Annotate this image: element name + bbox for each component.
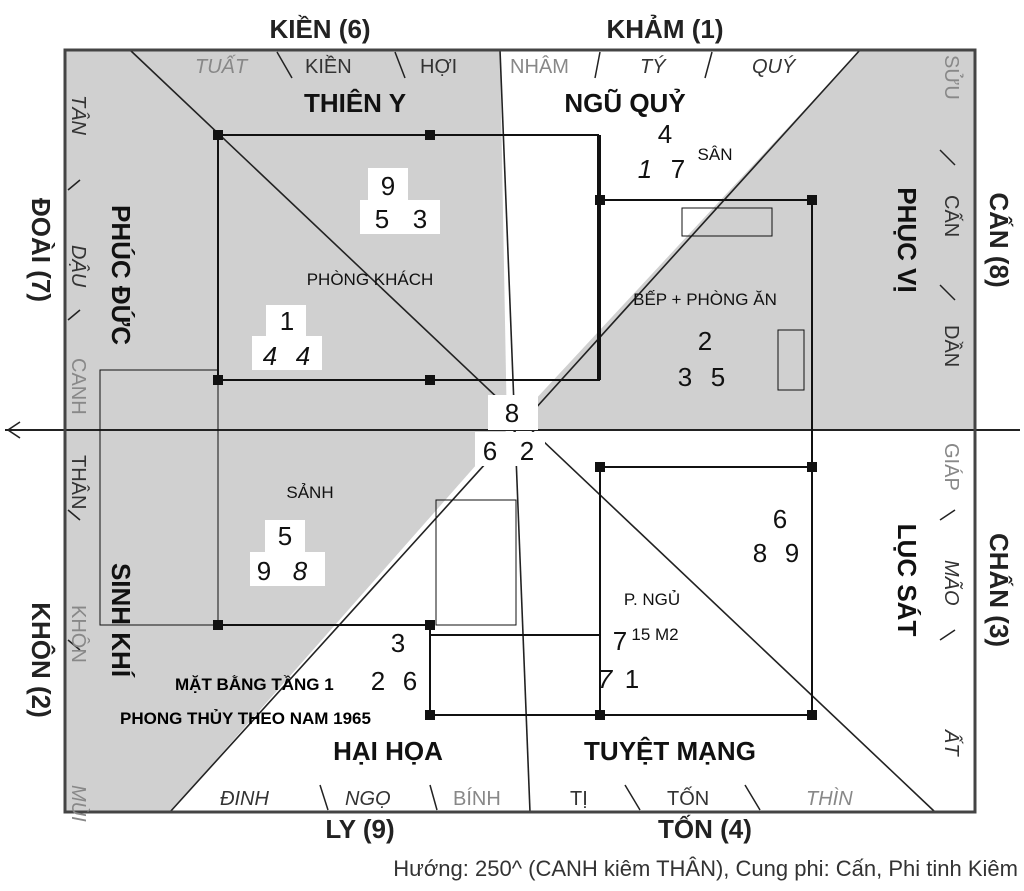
star-bedroom-top: 6 xyxy=(773,504,787,534)
star-bedroom-left: 8 xyxy=(753,538,767,568)
sub-canh: CANH xyxy=(67,358,89,415)
sub-dau: DẬU xyxy=(67,245,90,288)
star-south-top: 3 xyxy=(391,628,405,658)
sector-tuyet-mang: TUYỆT MẠNG xyxy=(584,736,756,766)
sub-direction-ticks xyxy=(67,51,956,811)
compass-khon: KHÔN (2) xyxy=(26,602,56,718)
sub-dan: DẦN xyxy=(940,325,963,367)
star-north-left: 1 xyxy=(638,154,652,184)
star-living-left: 5 xyxy=(375,204,389,234)
compass-can: CẤN (8) xyxy=(984,192,1014,287)
star-hall-left: 9 xyxy=(257,556,271,586)
sub-ti: TỊ xyxy=(570,788,588,810)
sub-tuat: TUẤT xyxy=(195,54,249,78)
plan-frame xyxy=(63,48,977,814)
star-living-right: 3 xyxy=(413,204,427,234)
compass-chan: CHẤN (3) xyxy=(984,533,1014,647)
columns xyxy=(213,130,817,720)
room-bedroom: P. NGỦ xyxy=(624,590,680,609)
star-living-top: 9 xyxy=(381,171,395,201)
star-west-left: 4 xyxy=(263,341,277,371)
sector-ngu-quy: NGŨ QUỶ xyxy=(564,88,685,118)
sub-suu: SỬU xyxy=(940,55,964,100)
room-kitchen: BẾP + PHÒNG ĂN xyxy=(633,290,777,309)
compass-doai: ĐOÀI (7) xyxy=(26,198,56,302)
sub-than: THÂN xyxy=(67,455,90,509)
sub-nham: NHÂM xyxy=(510,55,569,78)
star-kitchen-right: 5 xyxy=(711,362,725,392)
star-center-right: 2 xyxy=(520,436,534,466)
sub-hoi: HỢI xyxy=(420,56,457,78)
sub-kien: KIỀN xyxy=(305,55,352,78)
star-north-right: 7 xyxy=(671,154,685,184)
sub-at: ẤT xyxy=(940,729,964,757)
shaded-sector-northeast xyxy=(507,50,975,430)
star-se-left: 7 xyxy=(598,664,614,694)
sector-sinh-khi: SINH KHÍ xyxy=(106,563,136,678)
sector-hai-hoa: HẠI HỌA xyxy=(333,736,443,766)
sub-dinh: ĐINH xyxy=(220,788,269,810)
sub-tan: TÂN xyxy=(67,95,90,136)
room-hall: SẢNH xyxy=(286,483,333,502)
sub-binh: BÍNH xyxy=(453,787,501,810)
room-living: PHÒNG KHÁCH xyxy=(307,270,434,289)
plan-caption: Hướng: 250^ (CANH kiêm THÂN), Cung phi: … xyxy=(393,856,1018,881)
sub-quy: QUÝ xyxy=(752,55,797,78)
star-north-top: 4 xyxy=(658,119,672,149)
star-south-left: 2 xyxy=(371,666,385,696)
building-walls xyxy=(99,134,813,716)
sector-phuc-duc: PHÚC ĐỨC xyxy=(106,205,136,345)
compass-kham: KHẢM (1) xyxy=(607,14,724,44)
star-center-top: 8 xyxy=(505,398,519,428)
compass-ton: TỐN (4) xyxy=(658,814,752,844)
sub-khon: KHÔN xyxy=(67,605,90,663)
star-kitchen-top: 2 xyxy=(698,326,712,356)
room-yard: SÂN xyxy=(698,145,733,164)
sub-ngo: NGỌ xyxy=(345,788,391,810)
compass-kien: KIỀN (6) xyxy=(269,14,370,44)
sector-thien-y: THIÊN Y xyxy=(304,88,406,118)
sector-luc-sat: LỤC SÁT xyxy=(892,524,922,637)
star-boxes xyxy=(250,168,545,586)
star-kitchen-left: 3 xyxy=(678,362,692,392)
star-hall-top: 5 xyxy=(278,521,292,551)
sub-mao: MÃO xyxy=(940,560,964,606)
star-center-left: 6 xyxy=(483,436,497,466)
star-hall-right: 8 xyxy=(293,556,308,586)
compass-ly: LY (9) xyxy=(325,814,394,844)
sub-giap: GIÁP xyxy=(940,443,963,491)
star-south-right: 6 xyxy=(403,666,417,696)
sub-mui: MÙI xyxy=(67,785,90,822)
sub-can: CẤN xyxy=(940,195,963,237)
sub-ty: TÝ xyxy=(640,55,667,78)
room-bedroom-area: 15 M2 xyxy=(631,625,678,644)
star-bedroom-right: 9 xyxy=(785,538,799,568)
sub-ton: TỐN xyxy=(667,786,709,810)
star-se-top: 7 xyxy=(613,626,627,656)
star-west-top: 1 xyxy=(280,306,294,336)
plan-title-line2: PHONG THỦY THEO NAM 1965 xyxy=(120,709,371,728)
sub-thin: THÌN xyxy=(806,787,853,810)
plan-title-line1: MẶT BẰNG TẦNG 1 xyxy=(175,675,334,694)
star-west-right: 4 xyxy=(296,341,310,371)
sector-phuc-vi: PHỤC VỊ xyxy=(892,187,922,292)
star-se-right: 1 xyxy=(625,664,639,694)
